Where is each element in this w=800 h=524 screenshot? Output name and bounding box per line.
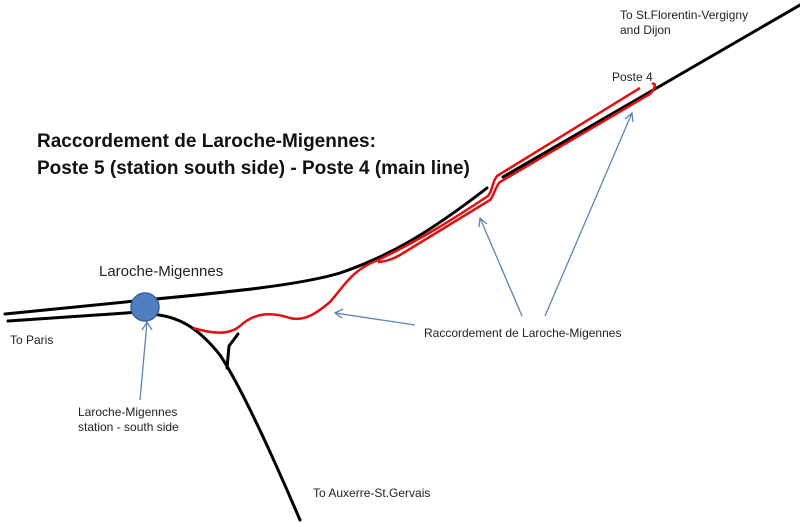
paris-track	[6, 310, 142, 323]
label-to-auxerre: To Auxerre-St.Gervais	[313, 486, 431, 500]
arrow-raccordement-3	[544, 111, 634, 317]
label-line: and Dijon	[620, 23, 671, 37]
label-station-side: Laroche-Migennes station - south side	[78, 405, 179, 435]
auxerre-line	[146, 312, 302, 522]
label-to-florentin: To St.Florentin-Vergigny and Dijon	[620, 8, 748, 38]
title-line-2: Poste 5 (station south side) - Poste 4 (…	[37, 158, 470, 179]
label-raccordement: Raccordement de Laroche-Migennes	[424, 326, 622, 340]
label-line: To St.Florentin-Vergigny	[620, 8, 749, 22]
raccordement-connection	[192, 82, 656, 334]
arrow-raccordement-2	[478, 216, 523, 317]
label-line: Laroche-Migennes	[78, 405, 178, 419]
label-station: Laroche-Migennes	[99, 263, 224, 280]
label-line: station - south side	[78, 420, 179, 434]
main-line-west	[3, 186, 489, 316]
station-marker[interactable]	[130, 292, 160, 322]
triangle-branch	[225, 332, 240, 370]
arrow-station	[139, 320, 153, 401]
diagram-title: Raccordement de Laroche-Migennes: Poste …	[37, 128, 470, 182]
title-line-1: Raccordement de Laroche-Migennes:	[37, 131, 376, 152]
label-to-paris: To Paris	[10, 333, 54, 347]
label-poste4: Poste 4	[612, 70, 653, 84]
arrow-raccordement-1	[333, 308, 416, 326]
